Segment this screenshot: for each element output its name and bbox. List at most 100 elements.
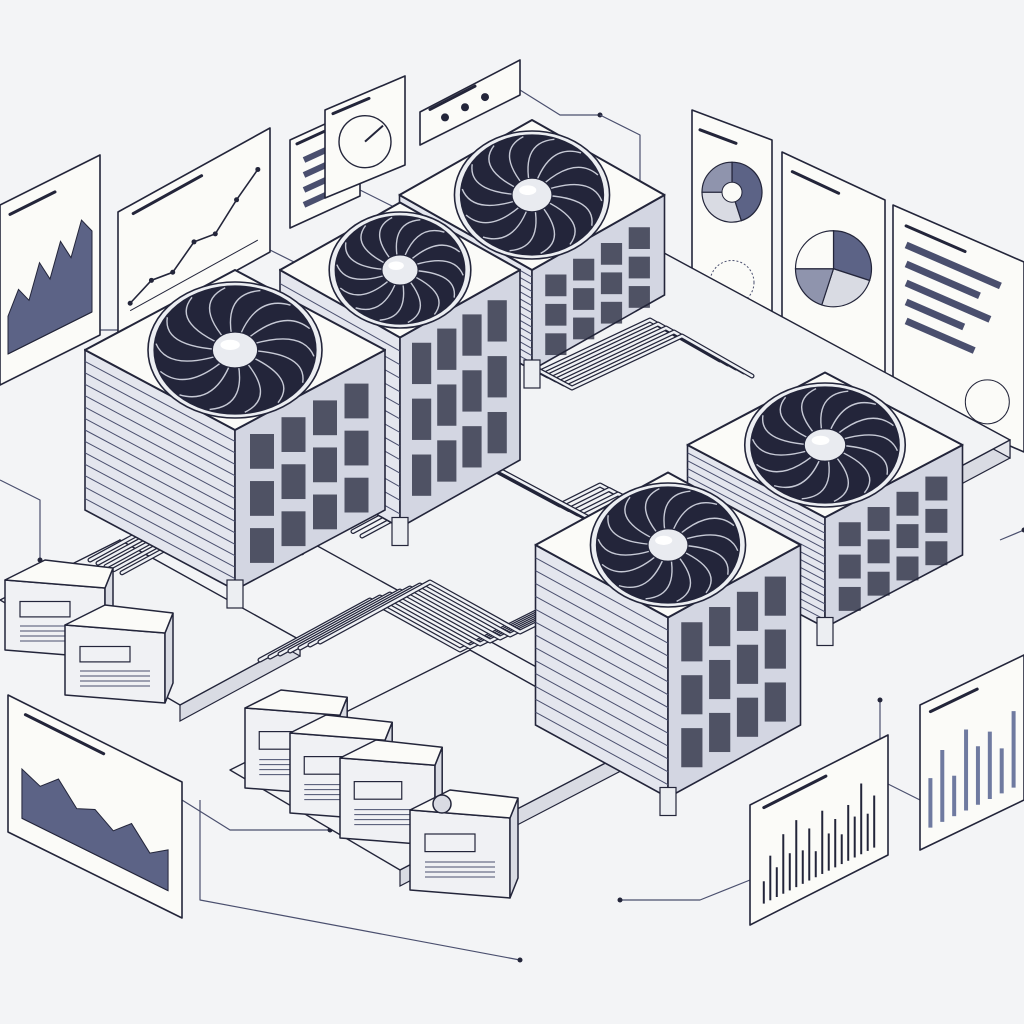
grille-block (600, 272, 623, 295)
coil-fin (84, 475, 236, 557)
box-top (339, 739, 443, 766)
axis-line (129, 239, 259, 312)
box-top (4, 559, 114, 589)
grille-block (412, 398, 432, 440)
panel-title-bar (762, 774, 828, 810)
grille-block (437, 328, 457, 370)
area-mark (21, 767, 169, 892)
grille-block (313, 447, 337, 483)
area-chart-panel-top-left (0, 154, 101, 386)
pie-slice (701, 161, 733, 193)
grille-block (838, 554, 861, 579)
pie-slice (821, 267, 871, 308)
coil-fin (535, 595, 669, 670)
grille-block (487, 411, 507, 454)
grille-block (344, 383, 369, 419)
panel-title-bar (928, 687, 979, 714)
vbar-panel (919, 654, 1024, 851)
line-point (191, 239, 197, 245)
line-point (170, 269, 176, 275)
grille-block (437, 440, 457, 482)
coil-fin (84, 372, 236, 454)
grille-block (764, 629, 786, 669)
pipe (510, 334, 754, 390)
panel-frame (419, 59, 521, 146)
coil-fin (535, 608, 669, 683)
hbar-mark (904, 279, 992, 323)
area-chart-panel-bottom-left (7, 694, 183, 919)
donut-hole (721, 181, 743, 203)
coil-fin (687, 452, 826, 526)
grille-block (313, 400, 337, 436)
grille-block (681, 675, 703, 715)
grille-block (838, 522, 861, 547)
grille-block (628, 286, 650, 308)
coil-fin (535, 698, 669, 773)
panel-frame (117, 127, 271, 337)
box-top (64, 604, 174, 634)
grille-block (764, 682, 786, 722)
coil-fin (84, 418, 236, 500)
grille-block (764, 576, 786, 616)
grille-block (709, 659, 731, 700)
grille-block (736, 591, 759, 631)
box-label-plate (79, 645, 131, 663)
grille-block (487, 356, 507, 398)
pie-slice (731, 161, 763, 222)
coil-fin (535, 711, 669, 786)
status-icon (441, 113, 449, 122)
support-leg (659, 786, 677, 817)
coil-fin (535, 660, 669, 734)
line-point (234, 197, 240, 203)
grille-block (681, 728, 703, 768)
pie-slice (832, 230, 873, 282)
panel-title-bar (428, 84, 477, 111)
hbar-mark (904, 298, 966, 331)
coil-fin (84, 360, 236, 442)
line-point (212, 231, 218, 237)
grille-block (925, 541, 948, 566)
connector-dot (517, 957, 523, 963)
hbar-panel (892, 204, 1024, 453)
connector-line (519, 89, 600, 116)
fan-unit-left (84, 269, 386, 609)
fan-hub (381, 254, 419, 286)
grille-block (250, 434, 274, 469)
box-label-plate (424, 833, 476, 853)
panel-frame (749, 734, 889, 926)
line-point (127, 300, 133, 306)
connector-line (0, 479, 41, 560)
gauge-dial (338, 114, 392, 169)
coil-fin (535, 634, 669, 708)
grille-block (628, 256, 650, 279)
fan-hub-highlight (388, 261, 404, 270)
coil-fin (535, 570, 669, 644)
battery-module-left-2 (64, 604, 174, 704)
coil-fin (535, 673, 669, 747)
connector-line (181, 799, 330, 831)
spike-chart-panel (749, 734, 889, 926)
fan-unit-front (534, 471, 802, 817)
grille-block (344, 430, 369, 466)
connector-dot (877, 697, 883, 703)
grille-block (867, 539, 890, 564)
grille-block (736, 697, 759, 737)
coil-fin (535, 557, 669, 631)
panel-title-bar (295, 127, 330, 146)
grille-block (412, 342, 432, 385)
grille-block (896, 524, 919, 549)
connector-line (199, 800, 521, 961)
grille-block (462, 426, 482, 468)
box-front (409, 809, 511, 899)
fan-hub-highlight (811, 435, 830, 445)
gear-icon (964, 379, 1010, 425)
grille-block (545, 303, 567, 326)
grille-block (600, 301, 623, 324)
fan-hub-highlight (220, 339, 240, 350)
coil-fin (84, 429, 236, 511)
coil-fin (687, 460, 826, 534)
grille-block (600, 243, 623, 265)
box-label-plate (19, 600, 71, 618)
gauge-panel (324, 75, 406, 199)
